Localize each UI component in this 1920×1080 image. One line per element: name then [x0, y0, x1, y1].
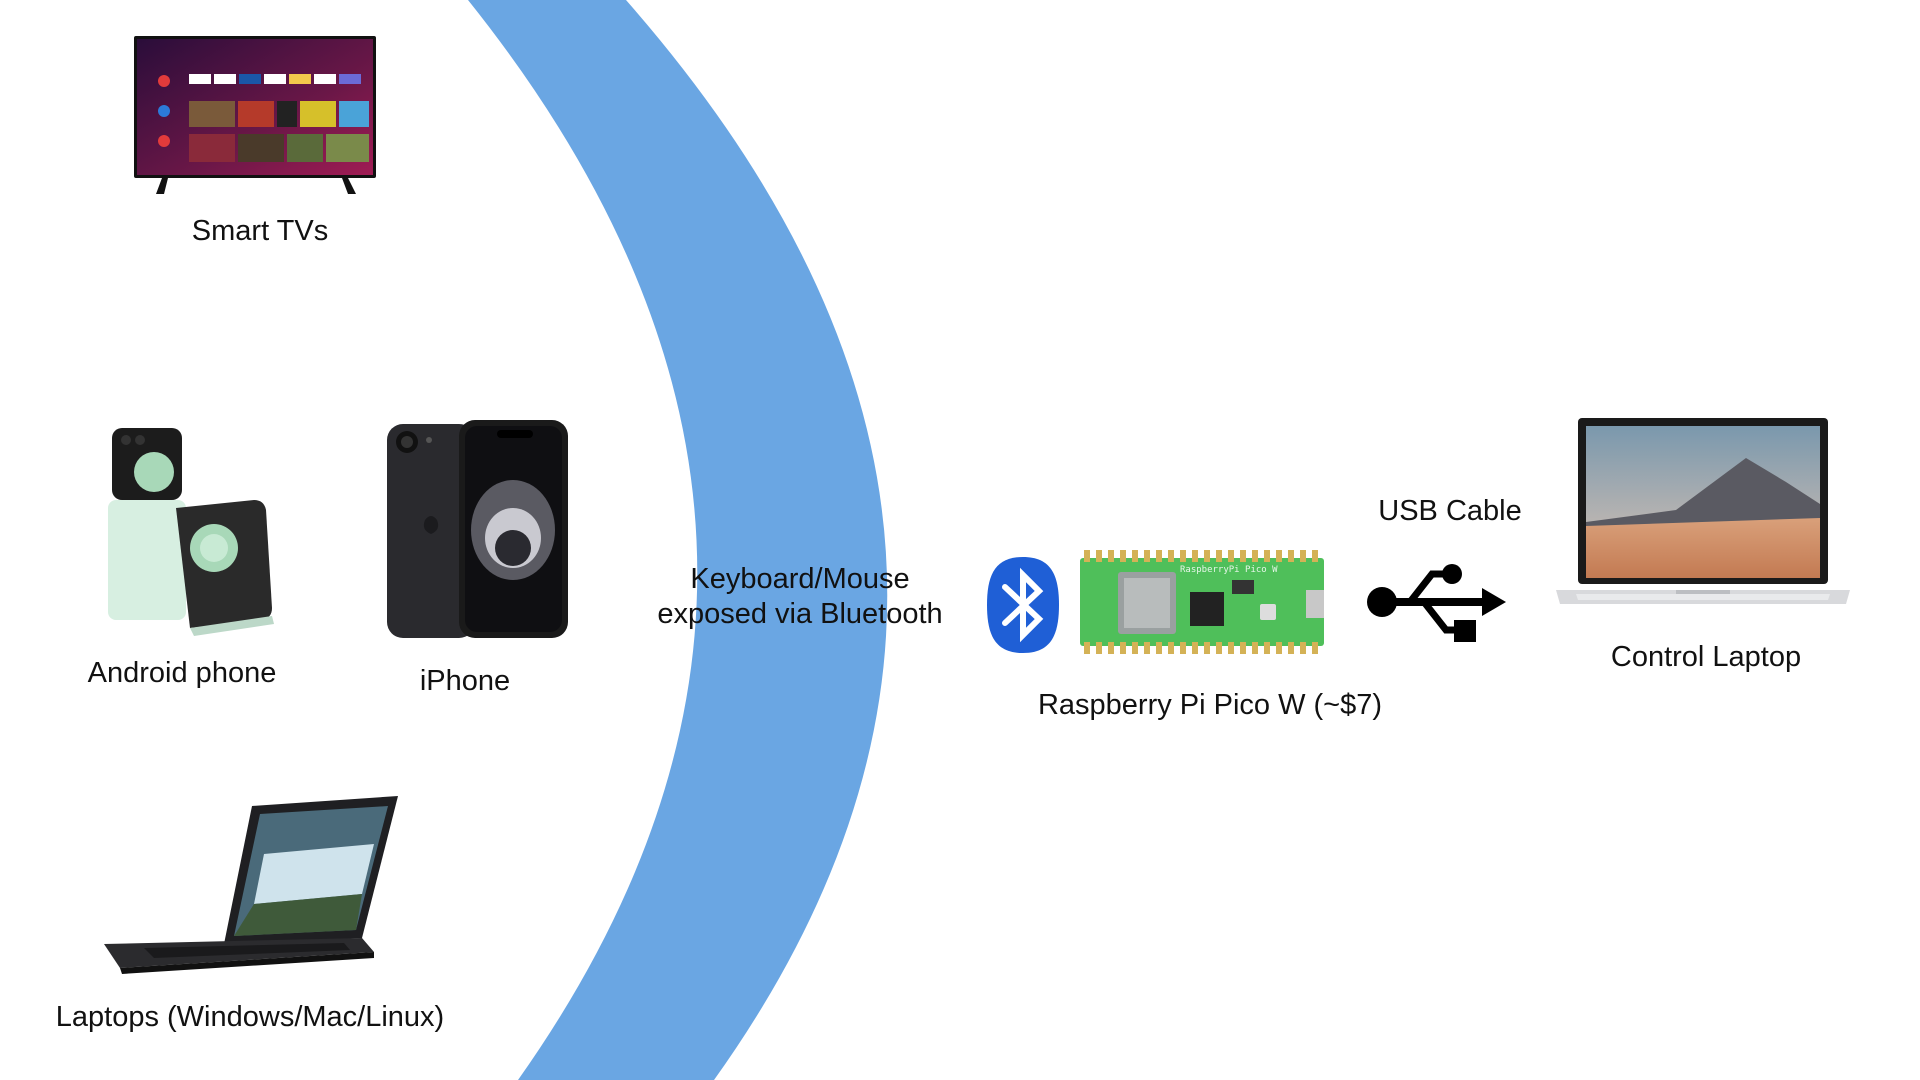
iphone-label: iPhone [419, 665, 511, 697]
smart-tv-image [134, 36, 376, 194]
usb-icon [1366, 560, 1506, 644]
android-phone-label: Android phone [87, 657, 277, 689]
laptops-label: Laptops (Windows/Mac/Linux) [55, 1001, 445, 1033]
bluetooth-label-line2: exposed via Bluetooth [657, 597, 943, 630]
pico-label: Raspberry Pi Pico W (~$7) [1037, 689, 1383, 721]
smart-tv-label: Smart TVs [191, 215, 329, 247]
bluetooth-label-line1: Keyboard/Mouse [690, 563, 910, 595]
flip-phone-image [104, 428, 280, 638]
pin-header-top [1084, 550, 1318, 562]
pico-silkscreen: RaspberryPi Pico W [1180, 565, 1278, 575]
pico-w-board: RaspberryPi Pico W [1080, 550, 1324, 654]
usb-cable-label: USB Cable [1378, 495, 1522, 527]
bluetooth-icon [987, 557, 1059, 653]
iphone-image [385, 420, 570, 640]
control-laptop-label: Control Laptop [1610, 641, 1802, 673]
bluetooth-connection-label: Keyboard/Mouse exposed via Bluetooth [650, 562, 950, 632]
arc-band [468, 0, 888, 1080]
control-laptop-image [1556, 414, 1850, 614]
dell-laptop-image [104, 794, 404, 974]
pin-header-bottom [1084, 642, 1318, 654]
